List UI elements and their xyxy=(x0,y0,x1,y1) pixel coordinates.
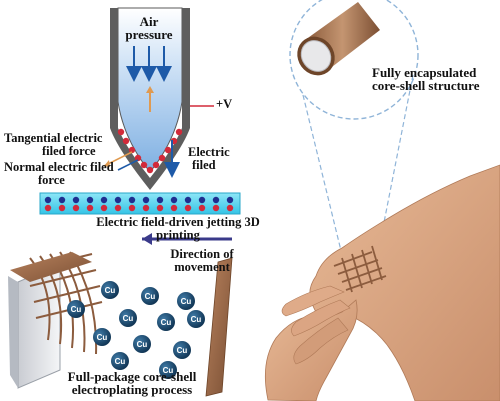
normal-force-label: Normal electric filed force xyxy=(4,161,114,187)
direction-label: Direction of movement xyxy=(152,248,252,274)
direction-line-1: Direction of xyxy=(170,247,234,261)
print-bed xyxy=(39,192,241,215)
cu-ion-label: Cu xyxy=(177,346,188,355)
leftward-arrow-icon xyxy=(142,233,232,245)
cu-ion: Cu xyxy=(159,361,177,379)
nozzle-wall-right xyxy=(182,8,190,128)
bed-charge-red xyxy=(114,204,122,212)
bed-charge-red xyxy=(142,204,150,212)
electric-field-line-2: filed xyxy=(192,158,216,172)
cu-ion-label: Cu xyxy=(163,366,174,375)
electroplating-panel xyxy=(8,263,61,389)
cu-ion: Cu xyxy=(177,292,195,310)
cu-ion-label: Cu xyxy=(115,357,126,366)
bed-charge-red xyxy=(170,204,178,212)
cu-ion-label: Cu xyxy=(97,333,108,342)
bed-charge-red xyxy=(86,204,94,212)
cu-ion-label: Cu xyxy=(145,292,156,301)
bed-charge-blue xyxy=(198,196,206,204)
electroplating-strip xyxy=(205,257,233,397)
fiber-panel-top xyxy=(10,252,92,282)
cu-ion-label: Cu xyxy=(181,297,192,306)
bed-charge-blue xyxy=(184,196,192,204)
bed-charge-red xyxy=(226,204,234,212)
cu-ion: Cu xyxy=(101,281,119,299)
meniscus-charges xyxy=(117,128,183,174)
cu-ion-label: Cu xyxy=(191,315,202,324)
jetting-printing-line-1: Electric field-driven jetting 3D xyxy=(96,215,260,229)
bed-charge-blue xyxy=(212,196,220,204)
bed-charge-blue xyxy=(142,196,150,204)
bed-charge-red xyxy=(72,204,80,212)
core-shell-label: Fully encapsulated core-shell structure xyxy=(372,66,479,92)
bed-charge-red xyxy=(58,204,66,212)
tangential-force-line-1: Tangential electric xyxy=(4,131,103,145)
cu-ion: Cu xyxy=(187,310,205,328)
voltage-label: +V xyxy=(216,97,233,111)
electroplating-line-2: electroplating process xyxy=(71,382,193,397)
core-shell-line-2: core-shell structure xyxy=(372,78,480,93)
normal-force-line-2: force xyxy=(38,173,65,187)
tangential-force-label: Tangential electric filed force xyxy=(4,132,102,158)
electric-field-label: Electric filed xyxy=(188,146,230,172)
bed-charge-blue xyxy=(58,196,66,204)
direction-line-2: movement xyxy=(174,260,230,274)
cu-ion: Cu xyxy=(119,309,137,327)
cu-ion-label: Cu xyxy=(161,318,172,327)
electric-field-line-1: Electric xyxy=(188,145,230,159)
bed-charge-blue xyxy=(128,196,136,204)
bed-charge-blue xyxy=(170,196,178,204)
bed-charge-red xyxy=(44,204,52,212)
arrow-down-icon xyxy=(126,46,172,82)
bed-charge-blue xyxy=(114,196,122,204)
electroplating-label: Full-package core-shell electroplating p… xyxy=(42,370,222,396)
bed-charge-blue xyxy=(86,196,94,204)
jetting-printing-line-2: printing xyxy=(156,228,200,242)
cu-ion-label: Cu xyxy=(105,286,116,295)
bed-charge-blue xyxy=(72,196,80,204)
jetting-printing-label: Electric field-driven jetting 3D printin… xyxy=(58,216,298,242)
nozzle-wall-left xyxy=(110,8,118,128)
bed-charge-red xyxy=(100,204,108,212)
bed-charge-blue xyxy=(44,196,52,204)
bed-charge-blue xyxy=(156,196,164,204)
bed-charge-red xyxy=(184,204,192,212)
bed-charge-red xyxy=(156,204,164,212)
bed-charge-red xyxy=(212,204,220,212)
arrow-up-icon xyxy=(146,86,154,112)
air-pressure-label: Air pressure xyxy=(122,15,176,41)
wrist-mesh xyxy=(333,245,387,293)
cu-ion: Cu xyxy=(141,287,159,305)
normal-force-line-1: Normal electric filed xyxy=(4,160,114,174)
cu-ion: Cu xyxy=(111,352,129,370)
cu-ion: Cu xyxy=(67,300,85,318)
core-shell-fiber xyxy=(297,2,380,76)
bed-charges xyxy=(44,196,234,212)
cu-ion-label: Cu xyxy=(123,314,134,323)
bed-charge-blue xyxy=(226,196,234,204)
bed-charge-red xyxy=(198,204,206,212)
bed-charge-blue xyxy=(100,196,108,204)
cu-ion: Cu xyxy=(173,341,191,359)
force-arrows xyxy=(103,140,180,178)
electroplating-line-1: Full-package core-shell xyxy=(67,369,197,384)
cu-ion: Cu xyxy=(93,328,111,346)
tangential-force-line-2: filed force xyxy=(42,144,96,158)
hand-illustration xyxy=(264,164,500,401)
cu-ion-label: Cu xyxy=(71,305,82,314)
air-pressure-line-2: pressure xyxy=(125,27,173,42)
cu-ion: Cu xyxy=(133,335,151,353)
core-shell-line-1: Fully encapsulated xyxy=(372,65,477,80)
air-pressure-line-1: Air xyxy=(139,14,159,29)
cu-ion: Cu xyxy=(157,313,175,331)
bed-charge-red xyxy=(128,204,136,212)
cu-ion-label: Cu xyxy=(137,340,148,349)
